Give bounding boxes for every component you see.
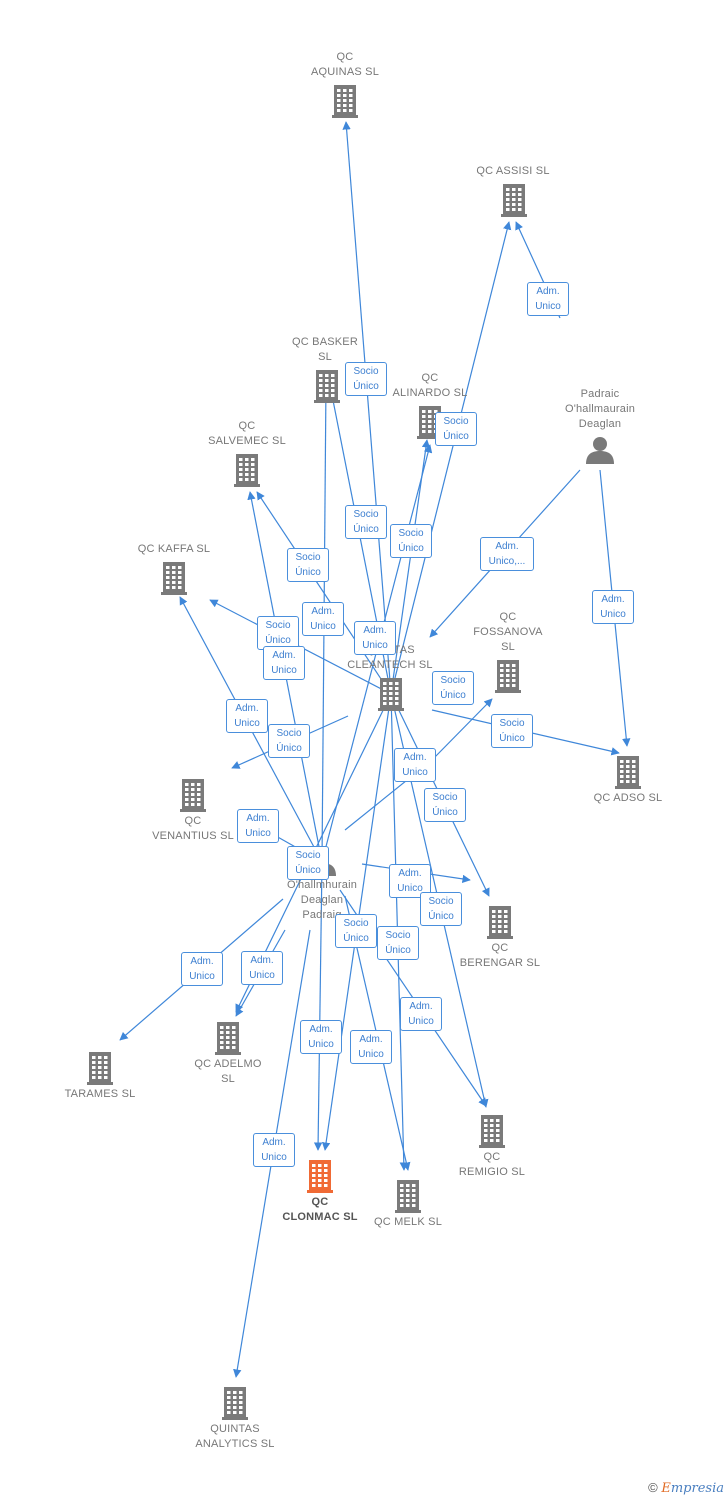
relation-label-deaglan-venantius[interactable]: Adm. Unico bbox=[237, 809, 279, 843]
company-icon-basker[interactable] bbox=[314, 369, 340, 408]
node-label-alinardo[interactable]: QC ALINARDO SL bbox=[370, 371, 490, 401]
relation-label-deaglan-basker[interactable]: Adm. Unico bbox=[302, 602, 344, 636]
node-label-text: QC SALVEMEC SL bbox=[208, 420, 286, 447]
relation-label-quintas_cleantech-alinardo[interactable]: Socio Único bbox=[390, 524, 432, 558]
edge-quintas_cleantech-alinardo bbox=[390, 439, 431, 695]
node-label-clonmac[interactable]: QC CLONMAC SL bbox=[260, 1195, 380, 1225]
company-icon-aquinas[interactable] bbox=[332, 84, 358, 123]
company-icon-remigio[interactable] bbox=[479, 1114, 505, 1153]
node-label-text: QC KAFFA SL bbox=[137, 543, 211, 555]
relation-label-quintas_cleantech-melk[interactable]: Socio Único bbox=[377, 926, 419, 960]
copyright: © Empresia bbox=[648, 1480, 724, 1496]
node-label-adso[interactable]: QC ADSO SL bbox=[568, 791, 688, 806]
company-icon-berengar[interactable] bbox=[487, 905, 513, 944]
company-icon-tarames[interactable] bbox=[87, 1051, 113, 1090]
company-icon-assisi[interactable] bbox=[501, 183, 527, 222]
company-icon-clonmac[interactable] bbox=[307, 1159, 333, 1198]
relation-label-quintas_cleantech-tarames[interactable]: Socio Único bbox=[287, 846, 329, 880]
relation-label-quintas_cleantech-remigio[interactable]: Socio Único bbox=[420, 892, 462, 926]
node-label-deaglan[interactable]: O'hallmhurain Deaglan Padraig bbox=[262, 878, 382, 923]
brand-rest: mpresia bbox=[670, 1481, 724, 1496]
edge-quintas_cleantech-fossanova bbox=[431, 698, 493, 761]
node-label-text: QC ADELMO SL bbox=[194, 1058, 262, 1085]
relation-label-quintas_cleantech-assisi[interactable]: Socio Único bbox=[435, 412, 477, 446]
company-icon-adelmo[interactable] bbox=[215, 1021, 241, 1060]
node-label-fossanova[interactable]: QC FOSSANOVA SL bbox=[448, 610, 568, 655]
node-label-text: QC MELK SL bbox=[373, 1216, 443, 1228]
company-icon-melk[interactable] bbox=[395, 1179, 421, 1218]
copyright-symbol: © bbox=[648, 1480, 658, 1495]
relation-label-quintas_cleantech-venantius[interactable]: Socio Único bbox=[268, 724, 310, 758]
company-icon-kaffa[interactable] bbox=[161, 561, 187, 600]
node-label-remigio[interactable]: QC REMIGIO SL bbox=[432, 1150, 552, 1180]
node-label-text: QUINTAS ANALYTICS SL bbox=[195, 1423, 275, 1450]
node-label-text: TARAMES SL bbox=[64, 1088, 136, 1100]
node-label-text: QC AQUINAS SL bbox=[310, 51, 380, 78]
edge-quintas_cleantech-aquinas bbox=[342, 121, 392, 695]
relation-label-deaglan-adelmo[interactable]: Adm. Unico bbox=[241, 951, 283, 985]
company-icon-adso[interactable] bbox=[615, 755, 641, 794]
node-label-venantius[interactable]: QC VENANTIUS SL bbox=[133, 814, 253, 844]
relation-label-padraic-assisi[interactable]: Adm. Unico bbox=[527, 282, 569, 316]
node-label-text: QC FOSSANOVA SL bbox=[473, 611, 543, 653]
node-label-berengar[interactable]: QC BERENGAR SL bbox=[440, 941, 560, 971]
company-icon-venantius[interactable] bbox=[180, 778, 206, 817]
edge-quintas_cleantech-assisi bbox=[390, 221, 512, 695]
node-label-text: O'hallmhurain Deaglan Padraig bbox=[286, 879, 358, 921]
node-label-aquinas[interactable]: QC AQUINAS SL bbox=[285, 50, 405, 80]
relation-label-deaglan-remigio[interactable]: Adm. Unico bbox=[400, 997, 442, 1031]
company-icon-fossanova[interactable] bbox=[495, 659, 521, 698]
relation-label-deaglan-clonmac[interactable]: Adm. Unico bbox=[300, 1020, 342, 1054]
relation-label-quintas_cleantech-adso[interactable]: Socio Único bbox=[491, 714, 533, 748]
node-label-kaffa[interactable]: QC KAFFA SL bbox=[114, 542, 234, 557]
relation-label-quintas_cleantech-berengar[interactable]: Socio Único bbox=[424, 788, 466, 822]
relation-label-padraic-quintas_cleantech[interactable]: Adm. Unico,... bbox=[480, 537, 534, 571]
node-label-text: QC BERENGAR SL bbox=[459, 942, 541, 969]
company-icon-salvemec[interactable] bbox=[234, 453, 260, 492]
relation-label-quintas_cleantech-aquinas[interactable]: Socio Único bbox=[345, 362, 387, 396]
node-label-text: QC ASSISI SL bbox=[476, 165, 550, 177]
relation-label-quintas_cleantech-salvemec[interactable]: Socio Único bbox=[287, 548, 329, 582]
brand-logo[interactable]: Empresia bbox=[661, 1481, 724, 1496]
relation-label-deaglan-tarames[interactable]: Adm. Unico bbox=[181, 952, 223, 986]
node-label-salvemec[interactable]: QC SALVEMEC SL bbox=[187, 419, 307, 449]
edge-deaglan-clonmac bbox=[313, 861, 323, 1151]
relation-label-deaglan-melk[interactable]: Adm. Unico bbox=[350, 1030, 392, 1064]
node-label-text: QC CLONMAC SL bbox=[282, 1196, 358, 1223]
node-label-text: QC ALINARDO SL bbox=[392, 372, 468, 399]
node-label-adelmo[interactable]: QC ADELMO SL bbox=[168, 1057, 288, 1087]
node-label-text: QC ADSO SL bbox=[593, 792, 663, 804]
node-label-basker[interactable]: QC BASKER SL bbox=[265, 335, 385, 365]
node-label-text: QC VENANTIUS SL bbox=[152, 815, 234, 842]
relation-label-quintas_cleantech-clonmac[interactable]: Socio Único bbox=[335, 914, 377, 948]
node-label-assisi[interactable]: QC ASSISI SL bbox=[453, 164, 573, 179]
node-label-padraic[interactable]: Padraic O'hallmaurain Deaglan bbox=[540, 387, 660, 432]
relation-label-deaglan-kaffa[interactable]: Adm. Unico bbox=[226, 699, 268, 733]
node-label-quintas_analytics[interactable]: QUINTAS ANALYTICS SL bbox=[175, 1422, 295, 1452]
node-label-melk[interactable]: QC MELK SL bbox=[348, 1215, 468, 1230]
company-icon-quintas_analytics[interactable] bbox=[222, 1386, 248, 1425]
relation-label-quintas_cleantech-fossanova[interactable]: Socio Único bbox=[432, 671, 474, 705]
relation-label-quintas_cleantech-kaffa[interactable]: Socio Único bbox=[257, 616, 299, 650]
relation-label-deaglan-quintas_analytics[interactable]: Adm. Unico bbox=[253, 1133, 295, 1167]
relation-label-deaglan-salvemec[interactable]: Adm. Unico bbox=[263, 646, 305, 680]
person-icon-padraic[interactable] bbox=[585, 436, 615, 469]
node-label-tarames[interactable]: TARAMES SL bbox=[40, 1087, 160, 1102]
node-label-text: QC BASKER SL bbox=[292, 336, 358, 363]
node-label-text: Padraic O'hallmaurain Deaglan bbox=[564, 388, 636, 430]
relation-label-deaglan-fossanova[interactable]: Adm. Unico bbox=[394, 748, 436, 782]
brand-initial: E bbox=[661, 1481, 671, 1496]
node-label-text: QC REMIGIO SL bbox=[458, 1151, 526, 1178]
relation-label-quintas_cleantech-basker[interactable]: Socio Único bbox=[345, 505, 387, 539]
relation-label-padraic-adso[interactable]: Adm. Unico bbox=[592, 590, 634, 624]
relation-label-deaglan-alinardo[interactable]: Adm. Unico bbox=[354, 621, 396, 655]
company-icon-quintas_cleantech[interactable] bbox=[378, 677, 404, 716]
